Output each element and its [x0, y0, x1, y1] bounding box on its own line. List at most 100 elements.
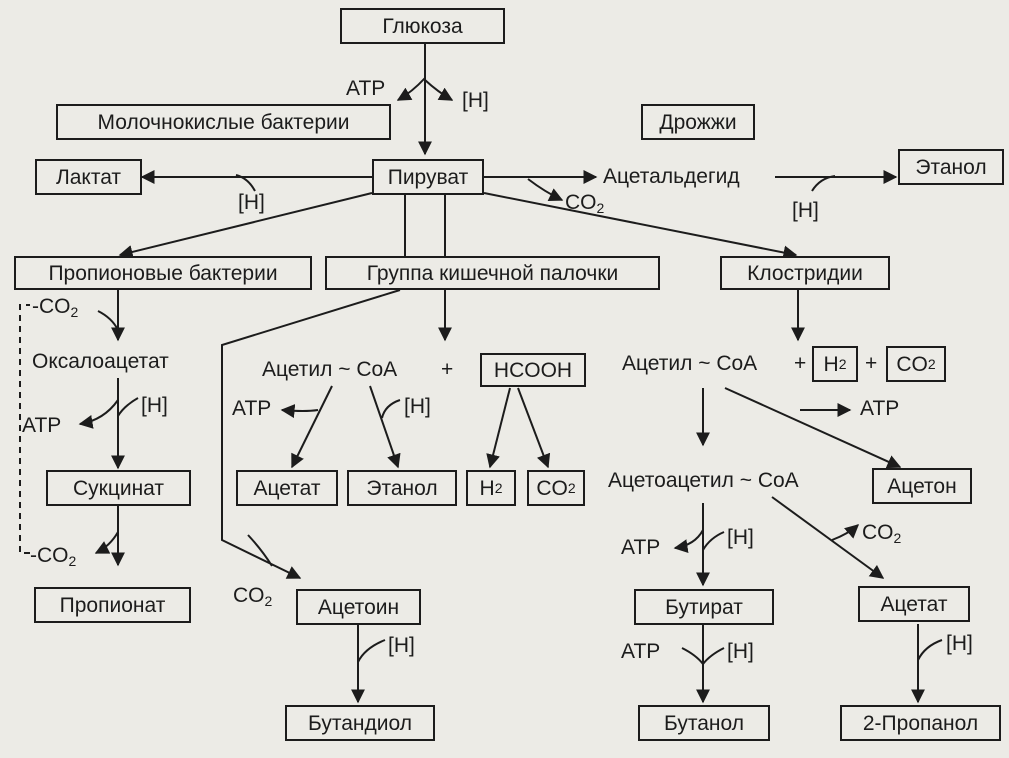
- curve-co2-oxaloacetate: [97, 310, 119, 331]
- dashed-co2-recycle: [19, 304, 30, 554]
- line-ecoli-acetoin: [221, 289, 401, 579]
- node-butyrate: Бутират: [634, 589, 774, 625]
- curve-atp-glucose: [396, 77, 426, 101]
- arrow-pyruvate-propionic: [118, 192, 373, 259]
- co2-text: CO: [37, 544, 69, 567]
- node-butanediol: Бутандиол: [285, 705, 435, 741]
- node-propionate: Пропионат: [34, 587, 191, 623]
- curve-h-ethanol-ecoli: [381, 399, 401, 419]
- node-lactate: Лактат: [35, 159, 142, 195]
- label-h-butanediol: [H]: [388, 634, 415, 657]
- curve-h-butanediol: [357, 639, 386, 663]
- co2-text: CO: [233, 584, 265, 607]
- curve-atp-butanol: [681, 647, 704, 665]
- curve-atp-acetate: [280, 404, 319, 419]
- curve-atp-butyrate: [673, 529, 704, 554]
- plus-sign-clost-2: +: [865, 352, 878, 375]
- node-acetate-clost: Ацетат: [858, 586, 970, 622]
- node-acetyl-coa-ecoli: Ацетил ~ CoA: [262, 358, 398, 381]
- node-lactic-bacteria: Молочнокислые бактерии: [56, 104, 391, 140]
- node-ecoli-group: Группа кишечной палочки: [325, 256, 660, 290]
- dash-text: -: [30, 544, 37, 567]
- node-propionic-bacteria: Пропионовые бактерии: [14, 256, 312, 290]
- arrow-acetoacetyl-acetate: [771, 496, 885, 579]
- label-h-butanol: [H]: [727, 640, 754, 663]
- co2-sub: 2: [68, 553, 77, 569]
- co2-text: CO: [565, 191, 597, 214]
- curve-co2-acetate-clost: [831, 524, 860, 541]
- co2-sub: 2: [596, 200, 605, 216]
- h2-letter-clost: H: [823, 352, 839, 376]
- label-atp-clost: ATP: [860, 397, 900, 420]
- arrow-pyruvate-clostridia: [483, 192, 798, 260]
- co2-sub: 2: [264, 593, 273, 609]
- curve-h-lactate: [235, 174, 256, 192]
- arrow-hcooh-h2: [486, 387, 511, 469]
- arrow-acetylcoa-acetone: [724, 387, 902, 469]
- node-glucose: Глюкоза: [340, 8, 505, 44]
- label-h-lactate: [H]: [238, 191, 265, 214]
- node-acetaldehyde: Ацетальдегид: [603, 165, 740, 188]
- label-co2-acetate-clost: CO2: [862, 521, 902, 546]
- curve-co2-acetoin: [247, 534, 273, 567]
- label-atp-butanol: ATP: [621, 640, 661, 663]
- node-2-propanol: 2-Пропанол: [840, 705, 1001, 741]
- label-h-butyrate: [H]: [727, 526, 754, 549]
- node-acetate-ecoli: Ацетат: [236, 470, 338, 506]
- node-pyruvate: Пируват: [372, 159, 484, 195]
- label-atp-glucose: ATP: [346, 77, 386, 100]
- co2-text: CO: [862, 521, 894, 544]
- node-acetoin: Ацетоин: [296, 589, 421, 625]
- label-co2-pyruvate: CO2: [565, 191, 605, 216]
- curve-h-butyrate: [702, 531, 725, 551]
- node-clostridia: Клостридии: [720, 256, 890, 290]
- label-h-ethanol-ecoli: [H]: [404, 395, 431, 418]
- plus-sign-clost-1: +: [794, 352, 807, 375]
- curve-h-glucose: [424, 79, 454, 101]
- node-succinate: Сукцинат: [46, 470, 191, 506]
- curve-h-propanol: [917, 639, 943, 661]
- label-co2-acetoin: CO2: [233, 584, 273, 609]
- arrow-hcooh-co2: [517, 387, 551, 469]
- h2-letter: H: [479, 476, 495, 500]
- curve-h-butanol: [702, 647, 725, 665]
- dash-text: -: [32, 295, 39, 318]
- co2-letters-clost: CO: [896, 352, 928, 376]
- label-atp-acetate: ATP: [232, 397, 272, 420]
- node-acetyl-coa-clost: Ацетил ~ CoA: [622, 352, 758, 375]
- arrow-acetylcoa-acetate: [291, 385, 333, 469]
- node-ethanol-ecoli: Этанол: [347, 470, 457, 506]
- label-atp-succinate: ATP: [22, 414, 62, 437]
- node-acetone: Ацетон: [872, 468, 972, 504]
- label-co2-oxaloacetate: -CO2: [32, 295, 79, 320]
- curve-co2-propionate: [94, 531, 119, 554]
- node-oxaloacetate: Оксалоацетат: [32, 350, 169, 373]
- label-h-propanol: [H]: [946, 632, 973, 655]
- label-co2-propionate: -CO2: [30, 544, 77, 569]
- plus-sign-ecoli: +: [441, 358, 454, 381]
- node-acetoacetyl-coa: Ацетоацетил ~ CoA: [608, 469, 799, 492]
- curve-h-succinate: [117, 397, 139, 417]
- co2-sub: 2: [70, 304, 79, 320]
- curve-h-ethanol: [811, 175, 836, 192]
- node-butanol: Бутанол: [638, 705, 770, 741]
- label-h-glucose: [H]: [462, 89, 489, 112]
- label-h-succinate: [H]: [141, 394, 168, 417]
- curve-co2-pyruvate: [527, 178, 564, 201]
- node-ethanol-yeast: Этанол: [898, 149, 1004, 185]
- curve-atp-succinate: [78, 399, 119, 429]
- co2-sub: 2: [893, 530, 902, 546]
- node-yeast: Дрожжи: [641, 104, 755, 140]
- co2-text: CO: [39, 295, 71, 318]
- label-h-ethanol: [H]: [792, 199, 819, 222]
- arrow-acetylcoa-ethanol: [369, 385, 401, 469]
- label-atp-butyrate: ATP: [621, 536, 661, 559]
- node-hcooh: HCOOH: [480, 353, 586, 387]
- co2-letters: CO: [536, 476, 568, 500]
